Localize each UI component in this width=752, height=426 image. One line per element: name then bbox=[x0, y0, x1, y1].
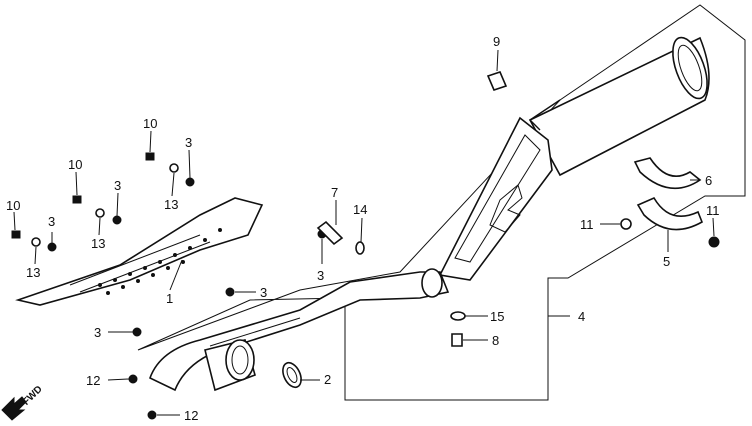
callout-3b: 3 bbox=[114, 178, 121, 193]
fwd-arrow-icon bbox=[1, 396, 27, 421]
pipe-protector bbox=[15, 197, 264, 306]
hardware bbox=[11, 71, 720, 420]
callout-12a: 12 bbox=[86, 373, 100, 388]
callout-9: 9 bbox=[493, 34, 500, 49]
callout-7: 7 bbox=[331, 185, 338, 200]
callout-3e: 3 bbox=[94, 325, 101, 340]
callout-11b: 11 bbox=[706, 203, 720, 218]
assembly-outline bbox=[137, 4, 746, 401]
callout-11a: 11 bbox=[580, 217, 594, 232]
callout-15: 15 bbox=[490, 309, 504, 324]
fwd-label: FWD bbox=[21, 384, 45, 408]
callout-3a: 3 bbox=[48, 214, 55, 229]
callout-3c: 3 bbox=[185, 135, 192, 150]
callout-4: 4 bbox=[578, 309, 585, 324]
gasket bbox=[282, 361, 302, 389]
callout-8: 8 bbox=[492, 333, 499, 348]
muffler-band-upper bbox=[633, 157, 702, 190]
exhaust-flange bbox=[204, 339, 256, 392]
callout-10a: 10 bbox=[6, 198, 20, 213]
callout-numbers: 1 2 3 3 3 3 3 3 4 5 6 7 8 9 10 10 10 11 … bbox=[6, 34, 720, 423]
callout-13b: 13 bbox=[91, 236, 105, 251]
protector-holes bbox=[98, 228, 222, 295]
leader-lines bbox=[13, 49, 715, 416]
callout-2: 2 bbox=[324, 372, 331, 387]
callout-13a: 13 bbox=[26, 265, 40, 280]
callout-12b: 12 bbox=[184, 408, 198, 423]
callout-10c: 10 bbox=[143, 116, 157, 131]
callout-3d: 3 bbox=[260, 285, 267, 300]
callout-13c: 13 bbox=[164, 197, 178, 212]
callout-1: 1 bbox=[166, 291, 173, 306]
callout-10b: 10 bbox=[68, 157, 82, 172]
heat-shield bbox=[438, 116, 553, 281]
exhaust-pipe bbox=[149, 268, 450, 392]
callout-5: 5 bbox=[663, 254, 670, 269]
callout-14: 14 bbox=[353, 202, 367, 217]
muffler bbox=[528, 36, 710, 177]
callout-3f: 3 bbox=[317, 268, 324, 283]
muffler-band-lower bbox=[636, 196, 704, 231]
callout-6: 6 bbox=[705, 173, 712, 188]
